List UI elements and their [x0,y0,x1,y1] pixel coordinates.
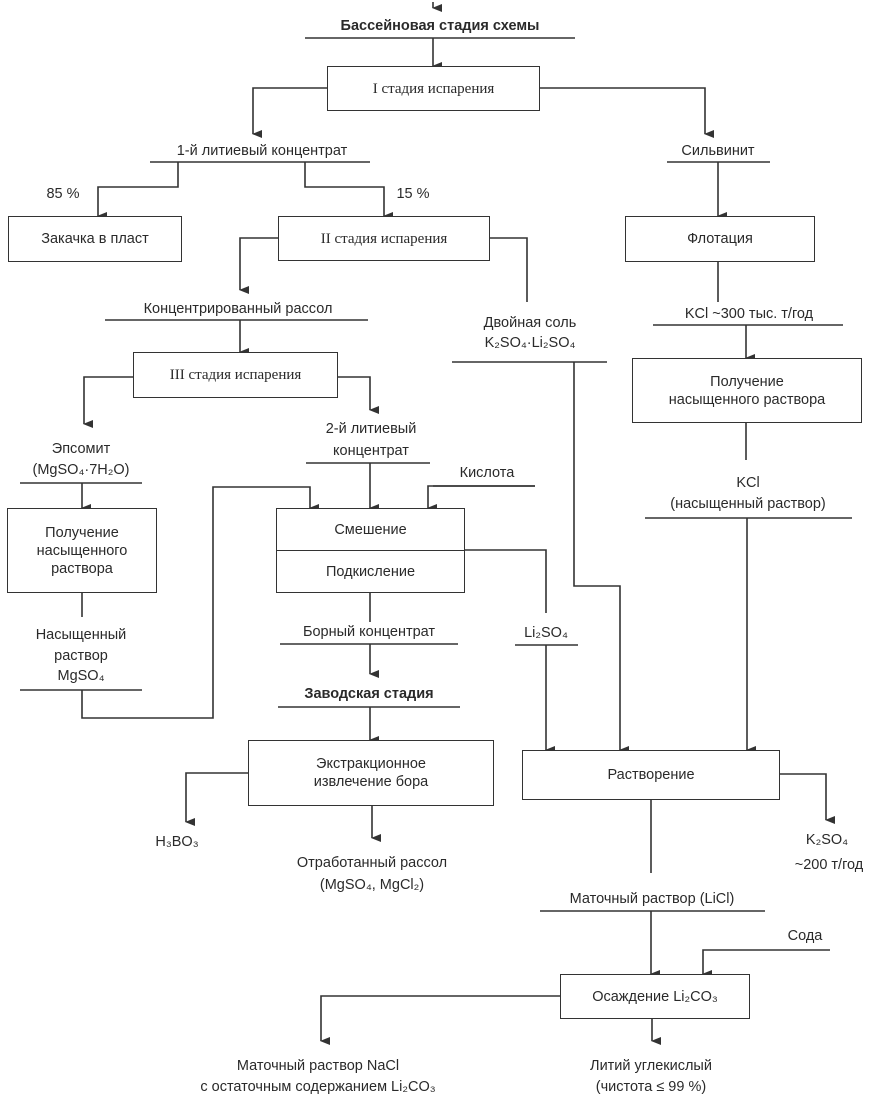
label-acid: Кислота [459,465,515,481]
label-spent-brine-1: Отработанный рассол [296,855,448,871]
edge-evap3-liconc2 [338,376,379,414]
box-precipitation: Осаждение Li₂CO₃ [560,974,750,1019]
box-sat-kcl-line1: Получение [710,373,784,390]
label-mgso4-sat-1: Насыщенный [35,627,127,643]
box-sat-solution-kcl: Получение насыщенного раствора [632,358,862,423]
box-mixing: Смешение [277,509,464,550]
label-kcl-sat-1: KCl [736,475,760,491]
box-extraction-line1: Экстракционное [316,756,426,772]
label-soda: Сода [787,928,823,944]
label-double-salt-1: Двойная соль [483,315,577,331]
label-mgso4-sat-2: раствор [54,648,108,664]
box-evap-stage-3: III стадия испарения [133,352,338,398]
box-flotation-text: Флотация [687,231,753,247]
edge-extraction-h3bo3 [185,772,248,826]
edge-liconc1-injection [97,162,179,220]
label-k2so4-2: ~200 т/год [794,857,864,873]
box-sat-mg-line3: раствора [51,560,113,577]
label-epsomite-1: Эпсомит [51,441,111,457]
label-double-salt-2: K₂SO₄·Li₂SO₄ [484,335,576,351]
box-sat-kcl-line2: насыщенного раствора [668,391,826,408]
label-li-concentrate-2-2: концентрат [333,443,409,459]
label-li-concentrate-2-1: 2-й литиевый [325,421,417,437]
box-acidification-text: Подкисление [325,563,416,580]
label-mother-licl: Маточный раствор (LiCl) [569,891,735,907]
box-acidification: Подкисление [277,550,464,592]
label-li2so4: Li₂SO₄ [524,625,568,641]
edge-evap2-doublesalt [490,237,528,302]
edge-soda-precip [702,949,830,978]
box-evap-stage-3-text: III стадия испарения [169,367,302,383]
box-mixing-acidification: Смешение Подкисление [276,508,465,593]
label-li-carbonate-2: (чистота ≤ 99 %) [595,1079,707,1095]
edge-acid-mixing [427,485,535,512]
box-evap-stage-2: II стадия испарения [278,216,490,261]
label-85-percent: 85 % [46,186,80,202]
label-mother-nacl-1: Маточный раствор NaCl [236,1058,400,1074]
box-flotation: Флотация [625,216,815,262]
box-sat-mg-line1: Получение [45,524,119,541]
label-li-concentrate-1: 1-й литиевый концентрат [176,143,348,159]
label-spent-brine-2: (MgSO₄, MgCl₂) [319,877,425,893]
label-kcl-300: KCl ~300 тыс. т/год [684,306,814,322]
label-k2so4-1: K₂SO₄ [805,832,849,848]
label-15-percent: 15 % [396,186,430,202]
box-evap-stage-1: I стадия испарения [327,66,540,111]
label-mother-nacl-2: с остаточным содержанием Li₂CO₃ [200,1079,436,1095]
label-boron-concentrate: Борный концентрат [302,624,436,640]
label-basin-stage: Бассейновая стадия схемы [340,18,540,34]
label-li-carbonate-1: Литий углекислый [590,1058,712,1074]
box-dissolution: Растворение [522,750,780,800]
edge-evap2-concbrine [239,237,278,294]
label-mgso4-sat-3: MgSO₄ [57,668,105,684]
edge-evap3-epsomite [83,376,133,428]
box-extraction-line2: извлечение бора [313,774,429,790]
box-injection-text: Закачка в пласт [41,231,149,247]
label-plant-stage: Заводская стадия [304,686,434,702]
box-sat-mg-line2: насыщенного [36,542,128,559]
label-epsomite-2: (MgSO₄·7H₂O) [32,462,130,478]
edge-dissolution-k2so4 [780,773,835,824]
label-h3bo3: H₃BO₃ [155,834,199,850]
box-precipitation-text: Осаждение Li₂CO₃ [592,988,718,1005]
edge-evap1-liconc1 [252,87,327,138]
box-sat-solution-mg: Получение насыщенного раствора [7,508,157,593]
box-evap-stage-2-text: II стадия испарения [320,230,448,247]
edge-evap1-sylvinite [540,87,714,138]
label-kcl-sat-2: (насыщенный раствор) [670,496,826,512]
edge-precip-nacl [320,995,560,1045]
box-mixing-text: Смешение [334,521,407,538]
edge-doublesalt-dissolution [573,362,629,754]
box-injection: Закачка в пласт [8,216,182,262]
label-sylvinite: Сильвинит [681,143,755,159]
box-dissolution-text: Растворение [607,767,695,783]
edge-liconc1-evap2 [304,162,393,220]
box-evap-stage-1-text: I стадия испарения [372,80,495,97]
edge-mixing-li2so4 [465,549,547,613]
box-extraction: Экстракционное извлечение бора [248,740,494,806]
label-conc-brine: Концентрированный рассол [143,301,333,317]
edge-mgsat-mixing [81,486,319,719]
